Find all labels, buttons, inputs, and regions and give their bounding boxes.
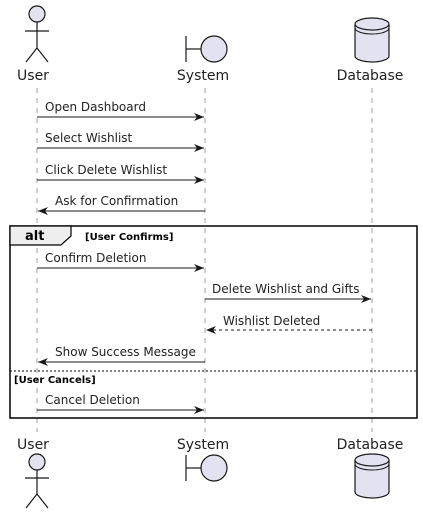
participant-label: User [17,68,49,84]
message-3: Ask for Confirmation [38,194,205,215]
database-icon [354,453,390,499]
message-0: Open Dashboard [37,100,204,121]
participant-database-bottom: Database [337,437,404,499]
message-label: Select Wishlist [45,131,133,145]
participant-label: System [177,68,229,84]
participant-system-bottom: System [177,437,229,482]
alt-keyword: alt [25,229,44,244]
message-label: Delete Wishlist and Gifts [212,282,359,296]
message-label: Open Dashboard [45,100,146,114]
message-label: Confirm Deletion [45,251,146,265]
message-label: Ask for Confirmation [55,194,178,208]
boundary-icon [185,454,228,482]
message-4: Confirm Deletion [37,251,204,272]
alt-guard-confirms: [User Confirms] [85,232,173,243]
message-6: Wishlist Deleted [206,314,372,334]
participant-database-top: Database [337,17,404,84]
participant-label: System [177,437,229,453]
message-1: Select Wishlist [37,131,204,152]
message-8: Cancel Deletion [37,393,204,414]
participant-user-bottom: User [17,437,49,509]
message-7: Show Success Message [38,345,205,366]
message-label: Click Delete Wishlist [45,163,167,177]
actor-icon [25,453,49,509]
message-2: Click Delete Wishlist [37,163,204,184]
participant-label: Database [337,437,404,453]
boundary-icon [185,35,228,63]
message-label: Wishlist Deleted [223,314,320,328]
participant-user-top: User [17,5,49,84]
message-label: Cancel Deletion [45,393,140,407]
message-label: Show Success Message [55,345,196,359]
alt-guard-cancels: [User Cancels] [14,375,96,386]
actor-icon [25,5,49,63]
participant-system-top: System [177,35,229,84]
alt-frame: alt [User Confirms] [User Cancels] [9,225,418,419]
participant-label: Database [337,68,404,84]
database-icon [354,17,390,63]
message-5: Delete Wishlist and Gifts [205,282,371,303]
participant-label: User [17,437,49,453]
